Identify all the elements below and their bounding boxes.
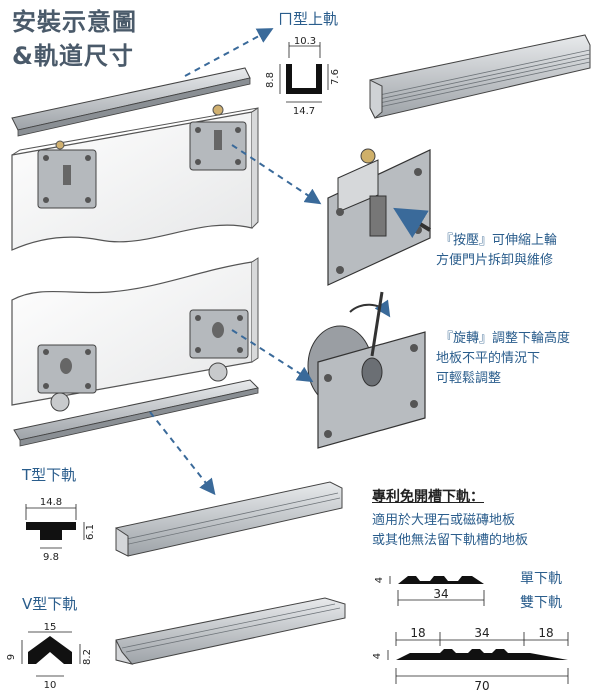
t-rail-dim-top: 14.8 [40, 497, 62, 508]
title-line1: 安裝示意圖 [12, 8, 137, 36]
upper-rail-dim-top: 10.3 [294, 36, 316, 47]
single-rail-dim-height: 4 [374, 577, 385, 583]
upper-rail-label: ㄇ型上軌 [278, 10, 339, 28]
t-rail-dim-height: 6.1 [85, 524, 96, 540]
rotate-note-line3: 可輕鬆調整 [436, 371, 502, 386]
single-rail-dim-width: 34 [433, 587, 448, 601]
bottom-wheel-detail [307, 291, 426, 449]
rotate-note-line2: 地板不平的情況下 [436, 351, 541, 366]
double-rail-dim-middle: 34 [474, 626, 489, 640]
upper-rail-installed [11, 67, 251, 137]
double-rail-dim-total: 70 [474, 679, 489, 693]
upper-rail-dim-bottom: 14.7 [293, 106, 315, 117]
title-line2: &軌道尺寸 [12, 42, 134, 70]
single-rail-label: 單下軌 [520, 571, 562, 587]
v-rail-dim-top: 15 [44, 622, 57, 633]
v-rail-profile-3d [115, 597, 346, 665]
single-rail-section: 4 34 [374, 576, 485, 606]
press-note-line1: 『按壓』可伸縮上輪 [440, 233, 558, 248]
lower-rail-installed [13, 379, 260, 447]
patent-line2: 或其他無法留下軌槽的地板 [372, 533, 529, 548]
patent-heading: 專利免開槽下軌： [372, 489, 484, 505]
t-rail-label: T型下軌 [22, 466, 77, 484]
upper-rail-dim-left: 8.8 [265, 72, 276, 88]
double-rail-section: 18 34 18 4 70 [372, 626, 569, 693]
upper-rail-dim-right: 7.6 [330, 69, 341, 85]
upper-rail-profile-3d [369, 34, 591, 119]
upper-rail-section: 10.3 8.8 7.6 14.7 [265, 36, 341, 117]
callout-arrows [149, 28, 322, 496]
patent-line1: 適用於大理石或磁磚地板 [372, 513, 516, 528]
double-rail-dim-height: 4 [372, 653, 383, 659]
press-note-line2: 方便門片拆卸與維修 [436, 253, 554, 268]
v-rail-section: 15 9 8.2 10 [6, 622, 93, 691]
v-rail-dim-right: 8.2 [82, 649, 93, 665]
door-panel-lower [11, 257, 259, 412]
v-rail-label: V型下軌 [22, 595, 78, 613]
double-rail-dim-right: 18 [538, 626, 553, 640]
double-rail-label: 雙下軌 [520, 595, 562, 611]
door-panel-upper [11, 104, 259, 251]
top-hanger-detail [327, 148, 432, 286]
t-rail-dim-bottom: 9.8 [43, 552, 59, 563]
v-rail-dim-left: 9 [6, 654, 17, 660]
v-rail-dim-bottom: 10 [44, 680, 57, 691]
t-rail-section: 14.8 6.1 9.8 [25, 497, 96, 563]
double-rail-dim-left: 18 [410, 626, 425, 640]
t-rail-profile-3d [115, 481, 343, 557]
rotate-note-line1: 『旋轉』調整下輪高度 [440, 331, 571, 346]
